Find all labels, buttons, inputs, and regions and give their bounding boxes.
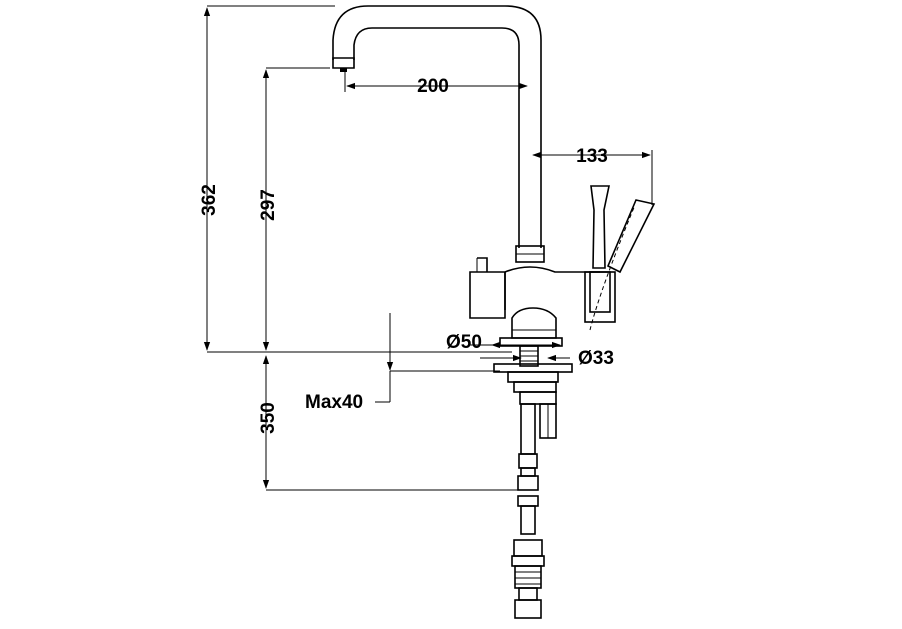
label-200: 200 (417, 76, 449, 97)
dimension-labels: 362 297 350 200 133 Ø50 Ø33 Max40 (199, 76, 614, 434)
lever-rotation-arc (589, 204, 636, 331)
spout-inner (353, 27, 520, 248)
label-o50: Ø50 (446, 332, 482, 353)
lever-base-block (589, 271, 611, 313)
label-297: 297 (258, 189, 279, 221)
dimension-lines (203, 5, 653, 491)
body-outline (504, 266, 600, 273)
hose-end-nut (514, 599, 542, 619)
hose-fitting-1 (517, 475, 539, 491)
hose-nut-1 (513, 539, 543, 557)
label-362: 362 (199, 184, 220, 216)
mounting-washer (513, 381, 557, 393)
hose-joint (518, 453, 538, 469)
mounting-nut (507, 371, 559, 383)
label-max40: Max40 (305, 392, 363, 413)
spout-nozzle (332, 57, 355, 69)
hose-upper (520, 403, 536, 455)
spout-aerator (340, 68, 347, 72)
connector-block (519, 391, 557, 405)
label-o33: Ø33 (578, 348, 614, 369)
side-bracket (469, 257, 506, 319)
faucet-spout (332, 5, 545, 263)
lever-handle (584, 185, 656, 331)
hose-nut-2 (511, 555, 545, 567)
hose-end-fitting (518, 587, 538, 601)
faucet-body (469, 257, 600, 619)
spout-outer (332, 5, 542, 248)
base-dome (511, 307, 557, 339)
hose-fitting-3 (520, 505, 536, 535)
lever-upright (590, 185, 610, 269)
lever-inclined (606, 199, 656, 274)
hose-thread (514, 565, 542, 589)
label-350: 350 (258, 402, 279, 434)
label-133: 133 (576, 146, 608, 167)
hose-fitting-2 (517, 495, 539, 507)
hose-lower (520, 467, 536, 477)
